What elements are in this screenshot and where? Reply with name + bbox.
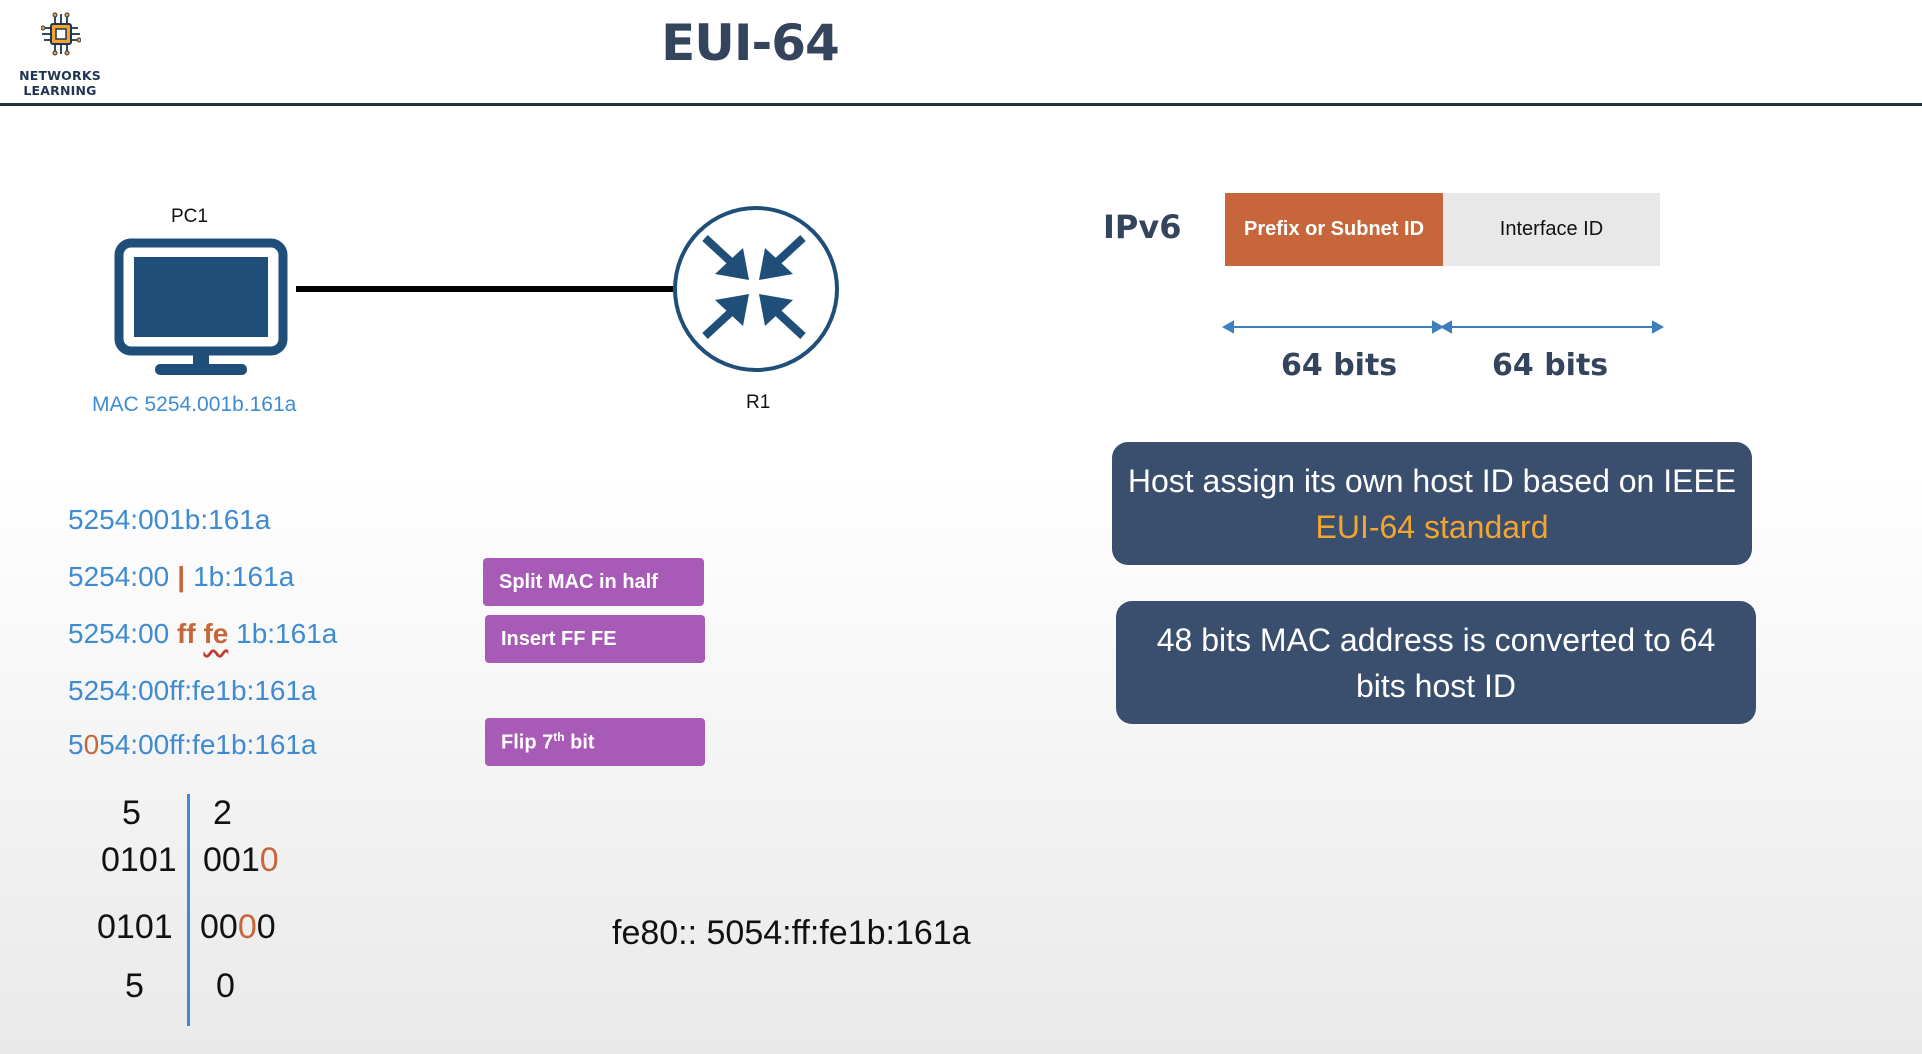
mac-step-3-left: 5254:00	[68, 618, 170, 649]
hex-bottom-left: 5	[125, 967, 144, 1005]
ipv6-label: IPv6	[1103, 208, 1182, 246]
bin-bottom-right-c: 0	[256, 908, 276, 946]
inserted-ff: ff	[177, 618, 196, 649]
tag-flip-label: Flip 7th bit	[501, 730, 595, 755]
bit-seven-original: 0	[259, 841, 279, 879]
tag-insert-label: Insert FF FE	[501, 627, 617, 650]
monitor-icon	[114, 238, 288, 375]
split-marker: |	[177, 561, 186, 592]
tag-flip-post: bit	[570, 731, 595, 754]
info-card-conversion: 48 bits MAC address is converted to 64 b…	[1116, 601, 1756, 724]
binary-divider	[187, 794, 190, 1026]
mac-step-4: 5254:00ff:fe1b:161a	[68, 675, 317, 706]
hex-top-right: 2	[213, 794, 232, 832]
mac-step-3: 5254:00 ff fe 1b:161a	[68, 618, 337, 650]
mac-step-5-rest: 54:00ff:fe1b:161a	[99, 729, 317, 760]
mac-step-2-left: 5254:00	[68, 561, 170, 592]
mac-caption: MAC 5254.001b.161a	[92, 393, 297, 416]
card2-line1: 48 bits MAC address is converted to 64	[1156, 621, 1716, 658]
bin-top-right: 0010	[203, 841, 279, 880]
tag-flip-sup: th	[553, 729, 565, 744]
bin-bottom-right-a: 00	[200, 908, 238, 946]
bin-bottom-left: 0101	[97, 908, 173, 946]
card2-line2: bits host ID	[1355, 667, 1517, 704]
mac-step-1: 5254:001b:161a	[68, 504, 271, 535]
flipped-digit: 0	[83, 729, 100, 760]
interface-id-segment: Interface ID	[1443, 193, 1660, 266]
link-line	[296, 286, 674, 292]
logo-text-line2: LEARNING	[23, 83, 97, 98]
bit-seven-flipped: 0	[237, 908, 257, 946]
tag-split-mac: Split MAC in half	[483, 558, 704, 606]
card1-highlight: EUI-64 standard	[1315, 508, 1549, 545]
prefix-bits-label: 64 bits	[1281, 348, 1398, 383]
page-title: EUI-64	[661, 14, 840, 72]
interface-segment-label: Interface ID	[1499, 218, 1604, 240]
hex-top-left: 5	[122, 794, 141, 832]
prefix-segment-label: Prefix or Subnet ID	[1243, 218, 1425, 240]
card1-line1: Host assign its own host ID based on IEE…	[1127, 462, 1737, 499]
tag-flip-pre: Flip 7	[501, 731, 554, 754]
link-local-address: fe80:: 5054:ff:fe1b:161a	[612, 914, 971, 952]
r1-label: R1	[746, 392, 771, 413]
tag-flip-7th-bit: Flip 7th bit	[485, 718, 705, 766]
networks-learning-logo: NETWORKS LEARNING	[14, 12, 106, 104]
prefix-segment: Prefix or Subnet ID	[1225, 193, 1443, 266]
mac-step-5-a: 5	[68, 729, 84, 760]
bit-width-arrows	[1221, 320, 1665, 334]
bin-bottom-right: 0000	[200, 908, 276, 947]
bin-top-left: 0101	[101, 841, 177, 879]
mac-step-3-right: 1b:161a	[236, 618, 338, 649]
logo-text-line1: NETWORKS	[19, 68, 101, 83]
pc1-label: PC1	[171, 206, 208, 227]
bin-top-right-a: 001	[203, 841, 260, 879]
tag-split-label: Split MAC in half	[499, 570, 658, 593]
header-divider	[0, 103, 1922, 106]
tag-insert-fffe: Insert FF FE	[485, 615, 705, 663]
mac-step-2: 5254:00|1b:161a	[68, 561, 294, 593]
info-card-eui64: Host assign its own host ID based on IEE…	[1112, 442, 1752, 565]
mac-step-2-right: 1b:161a	[193, 561, 295, 592]
inserted-fe: fe	[203, 618, 229, 649]
interface-bits-label: 64 bits	[1492, 348, 1609, 383]
mac-step-5: 5054:00ff:fe1b:161a	[68, 729, 317, 761]
hex-bottom-right: 0	[216, 967, 235, 1005]
chip-icon	[41, 12, 81, 56]
router-icon	[673, 206, 839, 372]
